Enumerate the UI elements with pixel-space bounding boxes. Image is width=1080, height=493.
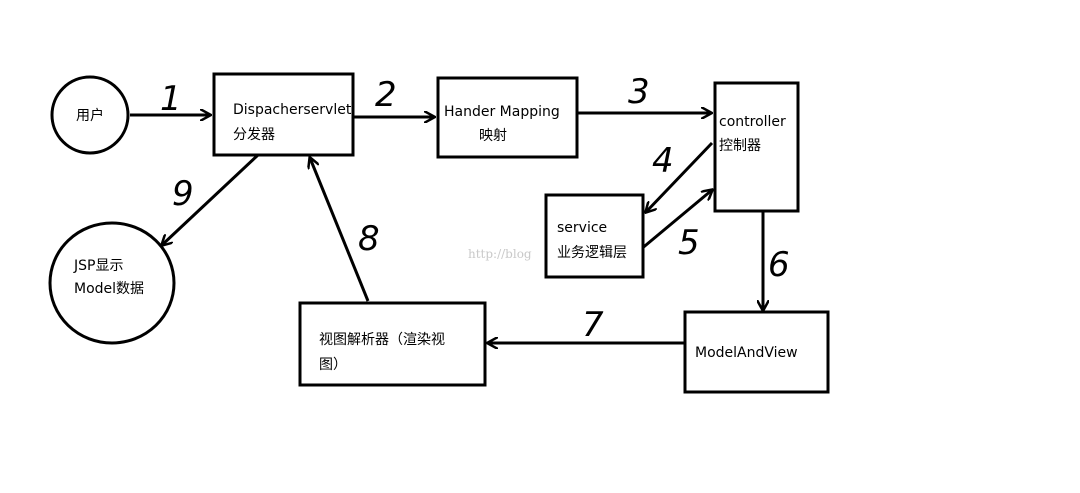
step-number-4: 4 (652, 141, 674, 181)
dispatcher-label-line1: Dispacherservlet (233, 102, 352, 118)
service-label-line1: service (557, 220, 607, 236)
user-label: 用户 (76, 107, 104, 124)
dispatcher-label-line2: 分发器 (233, 127, 275, 143)
jsp-label-line2: Model数据 (74, 281, 144, 297)
edge-view-resolver-to-dispatcher (310, 158, 370, 302)
step-number-9: 9 (172, 174, 194, 214)
dispatcher-node (212, 72, 355, 157)
model-and-view-node (683, 310, 830, 394)
edge-dispatcher-to-jsp (162, 153, 260, 245)
step-number-8: 8 (358, 219, 380, 259)
step-number-2: 2 (375, 75, 397, 115)
view-resolver-label-line2: 图） (319, 357, 347, 373)
model-and-view-label: ModelAndView (695, 345, 798, 361)
view-resolver-label-line1: 视图解析器（渲染视 (319, 332, 445, 348)
handler-mapping-label-line2: 映射 (479, 128, 507, 144)
handler-mapping-node (436, 76, 579, 159)
watermark-text: http://blog (468, 247, 532, 261)
step-number-5: 5 (678, 223, 700, 263)
user-node (50, 75, 130, 155)
jsp-node (48, 221, 176, 345)
edge-service-to-controller (639, 190, 712, 252)
step-number-3: 3 (628, 72, 650, 112)
service-node (544, 193, 645, 279)
controller-label-line1: controller (719, 114, 786, 130)
service-label-line2: 业务逻辑层 (557, 245, 627, 261)
step-number-7: 7 (582, 305, 604, 345)
controller-label-line2: 控制器 (719, 138, 761, 154)
edge-controller-to-service (646, 141, 714, 212)
view-resolver-node (298, 301, 487, 387)
jsp-label-line1: JSP显示 (73, 258, 123, 274)
handler-mapping-label-line1: Hander Mapping (444, 104, 560, 120)
controller-node (713, 81, 800, 213)
step-number-1: 1 (160, 79, 182, 119)
step-number-6: 6 (768, 245, 790, 285)
